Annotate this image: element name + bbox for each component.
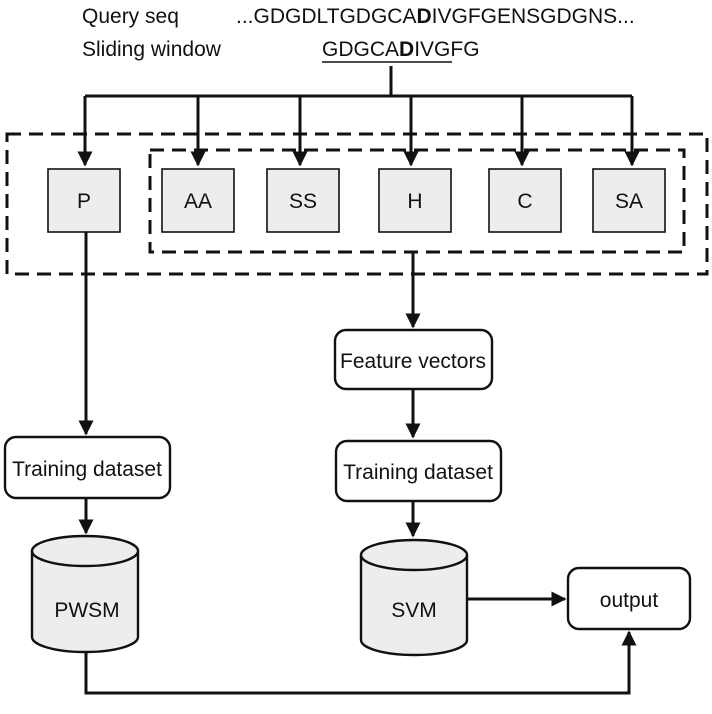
- output-box: output: [566, 566, 692, 631]
- feature-box-aa: AA: [161, 168, 235, 233]
- feature-vectors-box: Feature vectors: [333, 328, 494, 391]
- feature-box-h: H: [378, 168, 452, 233]
- svm-database: SVM: [359, 538, 469, 657]
- window-seq-bold-residue: D: [399, 38, 414, 61]
- query-sequence: ...GDGDLTGDGCADIVGFGENSGDGNS...: [236, 5, 635, 28]
- svg-text:H: H: [407, 190, 422, 213]
- svg-text:SVM: SVM: [391, 599, 437, 622]
- feature-box-sa: SA: [592, 168, 666, 233]
- svg-text:Feature vectors: Feature vectors: [340, 350, 486, 373]
- query-seq-suffix: IVGFGENSGDGNS...: [432, 5, 635, 28]
- svg-text:PWSM: PWSM: [54, 599, 119, 622]
- window-seq-prefix: GDGCA: [322, 38, 399, 61]
- svg-text:output: output: [600, 589, 659, 612]
- right-training-dataset-box: Training dataset: [334, 439, 503, 503]
- window-sequence: GDGCADIVGFG: [322, 38, 480, 61]
- query-seq-label: Query seq: [82, 5, 179, 28]
- inner-feature-group: [148, 148, 686, 254]
- svg-text:P: P: [77, 190, 91, 213]
- query-seq-prefix: ...GDGDLTGDGCA: [236, 5, 416, 28]
- pwsm-database: PWSM: [30, 534, 140, 654]
- svg-text:C: C: [517, 190, 532, 213]
- query-seq-bold-residue: D: [416, 5, 431, 28]
- svg-text:Training dataset: Training dataset: [12, 458, 162, 481]
- window-seq-suffix: IVGFG: [414, 38, 479, 61]
- feature-box-ss: SS: [266, 168, 340, 233]
- left-training-dataset-box: Training dataset: [3, 435, 172, 500]
- feature-box-p: P: [47, 168, 121, 233]
- svg-text:SS: SS: [289, 190, 317, 213]
- svg-text:SA: SA: [615, 190, 643, 213]
- feature-box-c: C: [488, 168, 562, 233]
- svg-text:Training dataset: Training dataset: [343, 461, 493, 484]
- sliding-window-label: Sliding window: [82, 38, 222, 61]
- arrow-pwsm-to-output: [84, 630, 637, 695]
- svg-text:AA: AA: [184, 190, 212, 213]
- outer-feature-group: [5, 132, 709, 276]
